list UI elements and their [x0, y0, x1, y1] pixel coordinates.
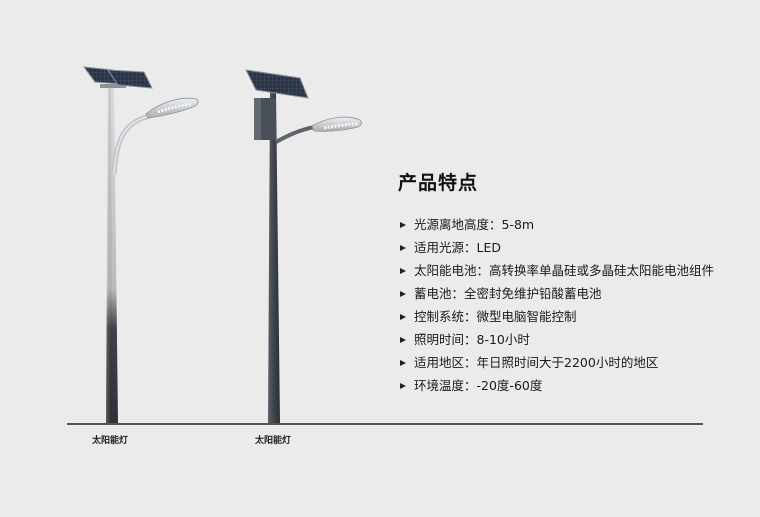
feature-label: 控制系统：	[414, 309, 477, 324]
features-title: 产品特点	[398, 172, 479, 194]
triangle-bullet-icon	[400, 360, 406, 366]
lamp-1-head	[145, 97, 199, 119]
feature-item-applicable-area: 适用地区：年日照时间大于2200小时的地区	[398, 353, 718, 374]
triangle-bullet-icon	[400, 291, 406, 297]
triangle-bullet-icon	[400, 222, 406, 228]
solar-street-lamp-1	[82, 66, 199, 423]
feature-item-battery: 蓄电池：全密封免维护铅酸蓄电池	[398, 284, 718, 305]
feature-value: 5-8m	[501, 217, 535, 232]
feature-item-lighting-time: 照明时间：8-10小时	[398, 330, 718, 351]
triangle-bullet-icon	[400, 337, 406, 343]
feature-label: 环境温度：	[414, 378, 477, 393]
feature-label: 适用光源：	[414, 240, 477, 255]
triangle-bullet-icon	[400, 383, 406, 389]
ground-line	[67, 423, 703, 425]
feature-item-solar-cell: 太阳能电池：高转换率单晶硅或多晶硅太阳能电池组件	[398, 261, 718, 282]
feature-item-light-height: 光源离地高度：5-8m	[398, 215, 718, 236]
feature-label: 蓄电池：	[414, 286, 465, 301]
feature-list: 光源离地高度：5-8m 适用光源：LED 太阳能电池：高转换率单晶硅或多晶硅太阳…	[398, 215, 718, 397]
feature-value: 微型电脑智能控制	[476, 309, 577, 324]
lamp-1-bracket	[100, 84, 126, 88]
lamp-2-battery-box	[254, 98, 276, 140]
solar-street-lamp-2	[245, 69, 362, 423]
feature-item-light-source: 适用光源：LED	[398, 238, 718, 259]
lamp-2-pole	[268, 92, 280, 423]
feature-label: 适用地区：	[414, 355, 477, 370]
lamp-2-solar-panel	[245, 69, 309, 99]
lamp-2-head	[311, 116, 362, 132]
feature-value: -20度-60度	[476, 378, 543, 393]
feature-value: LED	[476, 240, 502, 255]
feature-label: 光源离地高度：	[414, 217, 502, 232]
feature-item-control-system: 控制系统：微型电脑智能控制	[398, 307, 718, 328]
lamp-1-caption: 太阳能灯	[92, 436, 129, 446]
feature-label: 太阳能电池：	[414, 263, 490, 278]
triangle-bullet-icon	[400, 245, 406, 251]
feature-value: 8-10小时	[476, 332, 530, 347]
triangle-bullet-icon	[400, 268, 406, 274]
triangle-bullet-icon	[400, 314, 406, 320]
feature-value: 高转换率单晶硅或多晶硅太阳能电池组件	[489, 263, 715, 278]
feature-value: 全密封免维护铅酸蓄电池	[464, 286, 602, 301]
feature-value: 年日照时间大于2200小时的地区	[476, 355, 659, 370]
feature-label: 照明时间：	[414, 332, 477, 347]
lamp-2-caption: 太阳能灯	[255, 436, 292, 446]
lamp-1-solar-panel	[82, 66, 153, 89]
feature-item-temperature: 环境温度：-20度-60度	[398, 376, 718, 397]
product-features: 产品特点 光源离地高度：5-8m 适用光源：LED 太阳能电池：高转换率单晶硅或…	[398, 168, 718, 399]
